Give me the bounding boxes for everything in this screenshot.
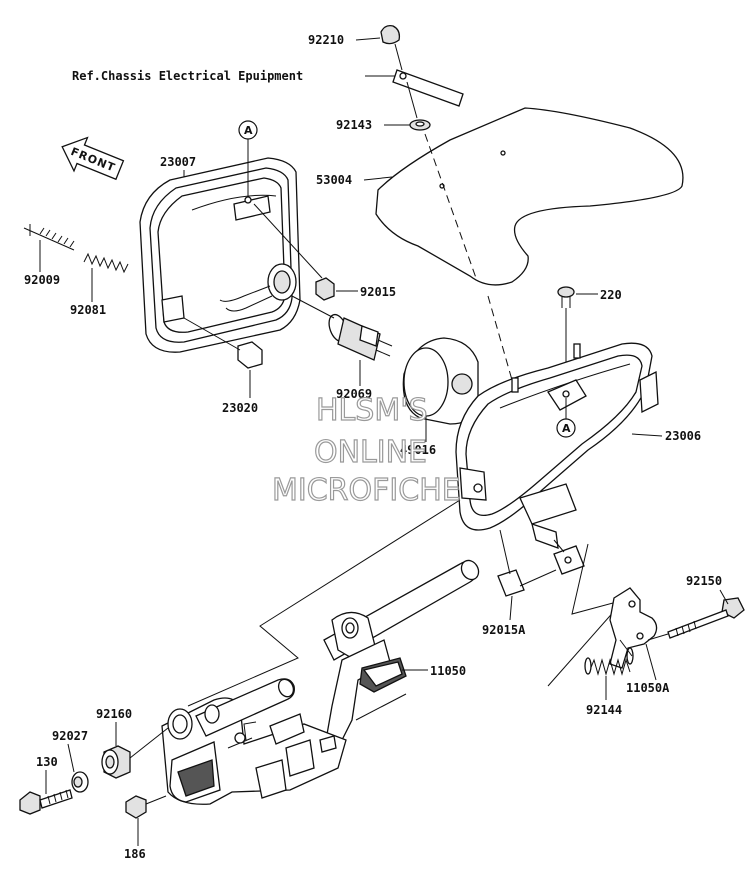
frame-outline-mid	[355, 693, 407, 721]
assembly-line-92150	[647, 633, 669, 641]
callout-a-top-text: A	[244, 124, 253, 137]
leader-cap-to-strap	[394, 43, 403, 71]
part-186-bolt	[125, 795, 167, 819]
assembly-line-grommet-b	[487, 295, 513, 381]
label-92150: 92150	[686, 574, 722, 588]
label-11050A: 11050A	[626, 681, 670, 695]
assembly-line-92015A	[499, 529, 511, 575]
assembly-line-bulb	[291, 295, 335, 319]
part-92081-spring	[83, 252, 129, 274]
label-220: 220	[600, 288, 622, 302]
leader-11050A	[645, 643, 657, 681]
label-11050: 11050	[430, 664, 466, 678]
ref-chassis-note: Ref.Chassis Electrical Epuipment	[72, 69, 303, 83]
frame-outline-right	[547, 543, 626, 687]
part-92150-bolt	[667, 597, 745, 639]
label-92144: 92144	[586, 703, 622, 717]
watermark-line-1: HLSM'S	[316, 393, 428, 428]
label-49016: 49016	[400, 443, 436, 457]
link-92015A	[519, 569, 557, 587]
label-92015: 92015	[360, 285, 396, 299]
part-92143-grommet	[409, 119, 431, 131]
leader-53004	[363, 176, 393, 181]
ref-bracket-strap	[392, 69, 464, 107]
leader-23006	[631, 433, 663, 437]
part-92015A-clip-nuts	[497, 545, 585, 597]
assembly-line-92015A-b	[553, 539, 565, 553]
assembly-line-92015	[253, 203, 323, 279]
label-92069: 92069	[336, 387, 372, 401]
label-23006: 23006	[665, 429, 701, 443]
label-92210: 92210	[308, 33, 344, 47]
watermark-line-3: MICROFICHE	[272, 473, 461, 508]
label-23007: 23007	[160, 155, 196, 169]
part-23020-nut	[237, 341, 263, 369]
label-92015A: 92015A	[482, 623, 526, 637]
part-23007-headlight	[139, 157, 301, 353]
label-130: 130	[36, 755, 58, 769]
leader-strap-to-grommet	[406, 81, 418, 119]
assembly-line-23020	[183, 317, 241, 351]
watermark-line-2: ONLINE	[314, 435, 427, 470]
leader-92150	[719, 589, 729, 605]
part-92009-adjust-screw	[23, 224, 75, 251]
callout-a-bracket-text: A	[562, 422, 571, 435]
label-186: 186	[124, 847, 146, 861]
part-92069-bulb	[328, 313, 393, 361]
label-92081: 92081	[70, 303, 106, 317]
part-220-screw	[557, 286, 575, 308]
part-53004-cover	[375, 107, 684, 286]
part-92144-spring	[584, 647, 634, 676]
label-92027: 92027	[52, 729, 88, 743]
label-92160: 92160	[96, 707, 132, 721]
part-130-bolt	[19, 789, 73, 815]
label-92143: 92143	[336, 118, 372, 132]
leader-92210	[355, 37, 381, 41]
part-92027-washer	[71, 771, 89, 793]
leader-92015A	[509, 595, 513, 621]
part-92160-bushing	[101, 745, 131, 779]
label-23020: 23020	[222, 401, 258, 415]
part-23006-bracket	[455, 342, 659, 549]
watermark: HLSM'S ONLINE MICROFICHE	[271, 392, 461, 508]
frame-outline-left	[187, 499, 461, 707]
part-11050-bracket	[161, 559, 480, 805]
cover-hole-a	[500, 150, 506, 156]
part-92015-clip-nut	[315, 277, 335, 301]
label-92009: 92009	[24, 273, 60, 287]
assembly-line-92160	[129, 727, 169, 759]
leader-92027	[67, 743, 75, 773]
label-53004: 53004	[316, 173, 352, 187]
assembly-line-92144	[619, 639, 633, 657]
front-arrow-icon: FRONT	[61, 136, 125, 181]
part-92210-cap	[380, 24, 401, 45]
